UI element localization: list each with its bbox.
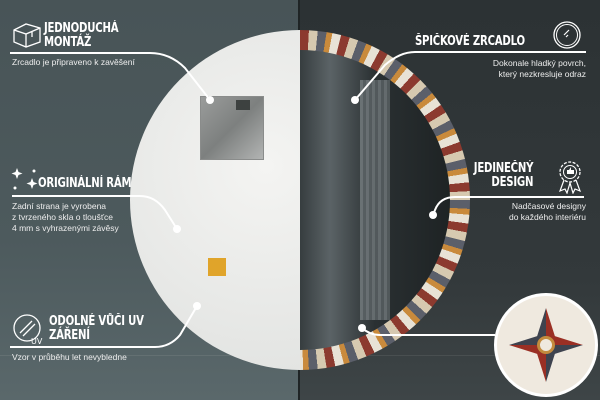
feature-desc-uv: Vzor v průběhu let nevybledne (12, 352, 127, 362)
sparkles-icon (11, 168, 38, 190)
feature-title-frame: ORIGINÁLNÍ RÁM (38, 176, 132, 191)
feature-title-mirror: ŠPIČKOVÉ ZRCADLO (415, 34, 525, 49)
mirror-reflection (360, 80, 390, 320)
feature-desc-mirror: Dokonale hladký povrch,který nezkresluje… (492, 58, 586, 79)
box-icon (13, 23, 41, 48)
award-badge-icon (558, 161, 582, 194)
feature-desc-assembly: Zrcadlo je připraveno k zavěšení (12, 57, 135, 67)
pattern-detail-inset (494, 293, 598, 397)
pattern-center (537, 336, 555, 354)
svg-text:UV: UV (31, 337, 43, 345)
hanging-slot (236, 100, 250, 110)
mirror-icon (553, 21, 581, 49)
uv-icon: UV (13, 314, 43, 345)
spacer-pad (208, 258, 226, 276)
hanging-plate (200, 96, 264, 160)
